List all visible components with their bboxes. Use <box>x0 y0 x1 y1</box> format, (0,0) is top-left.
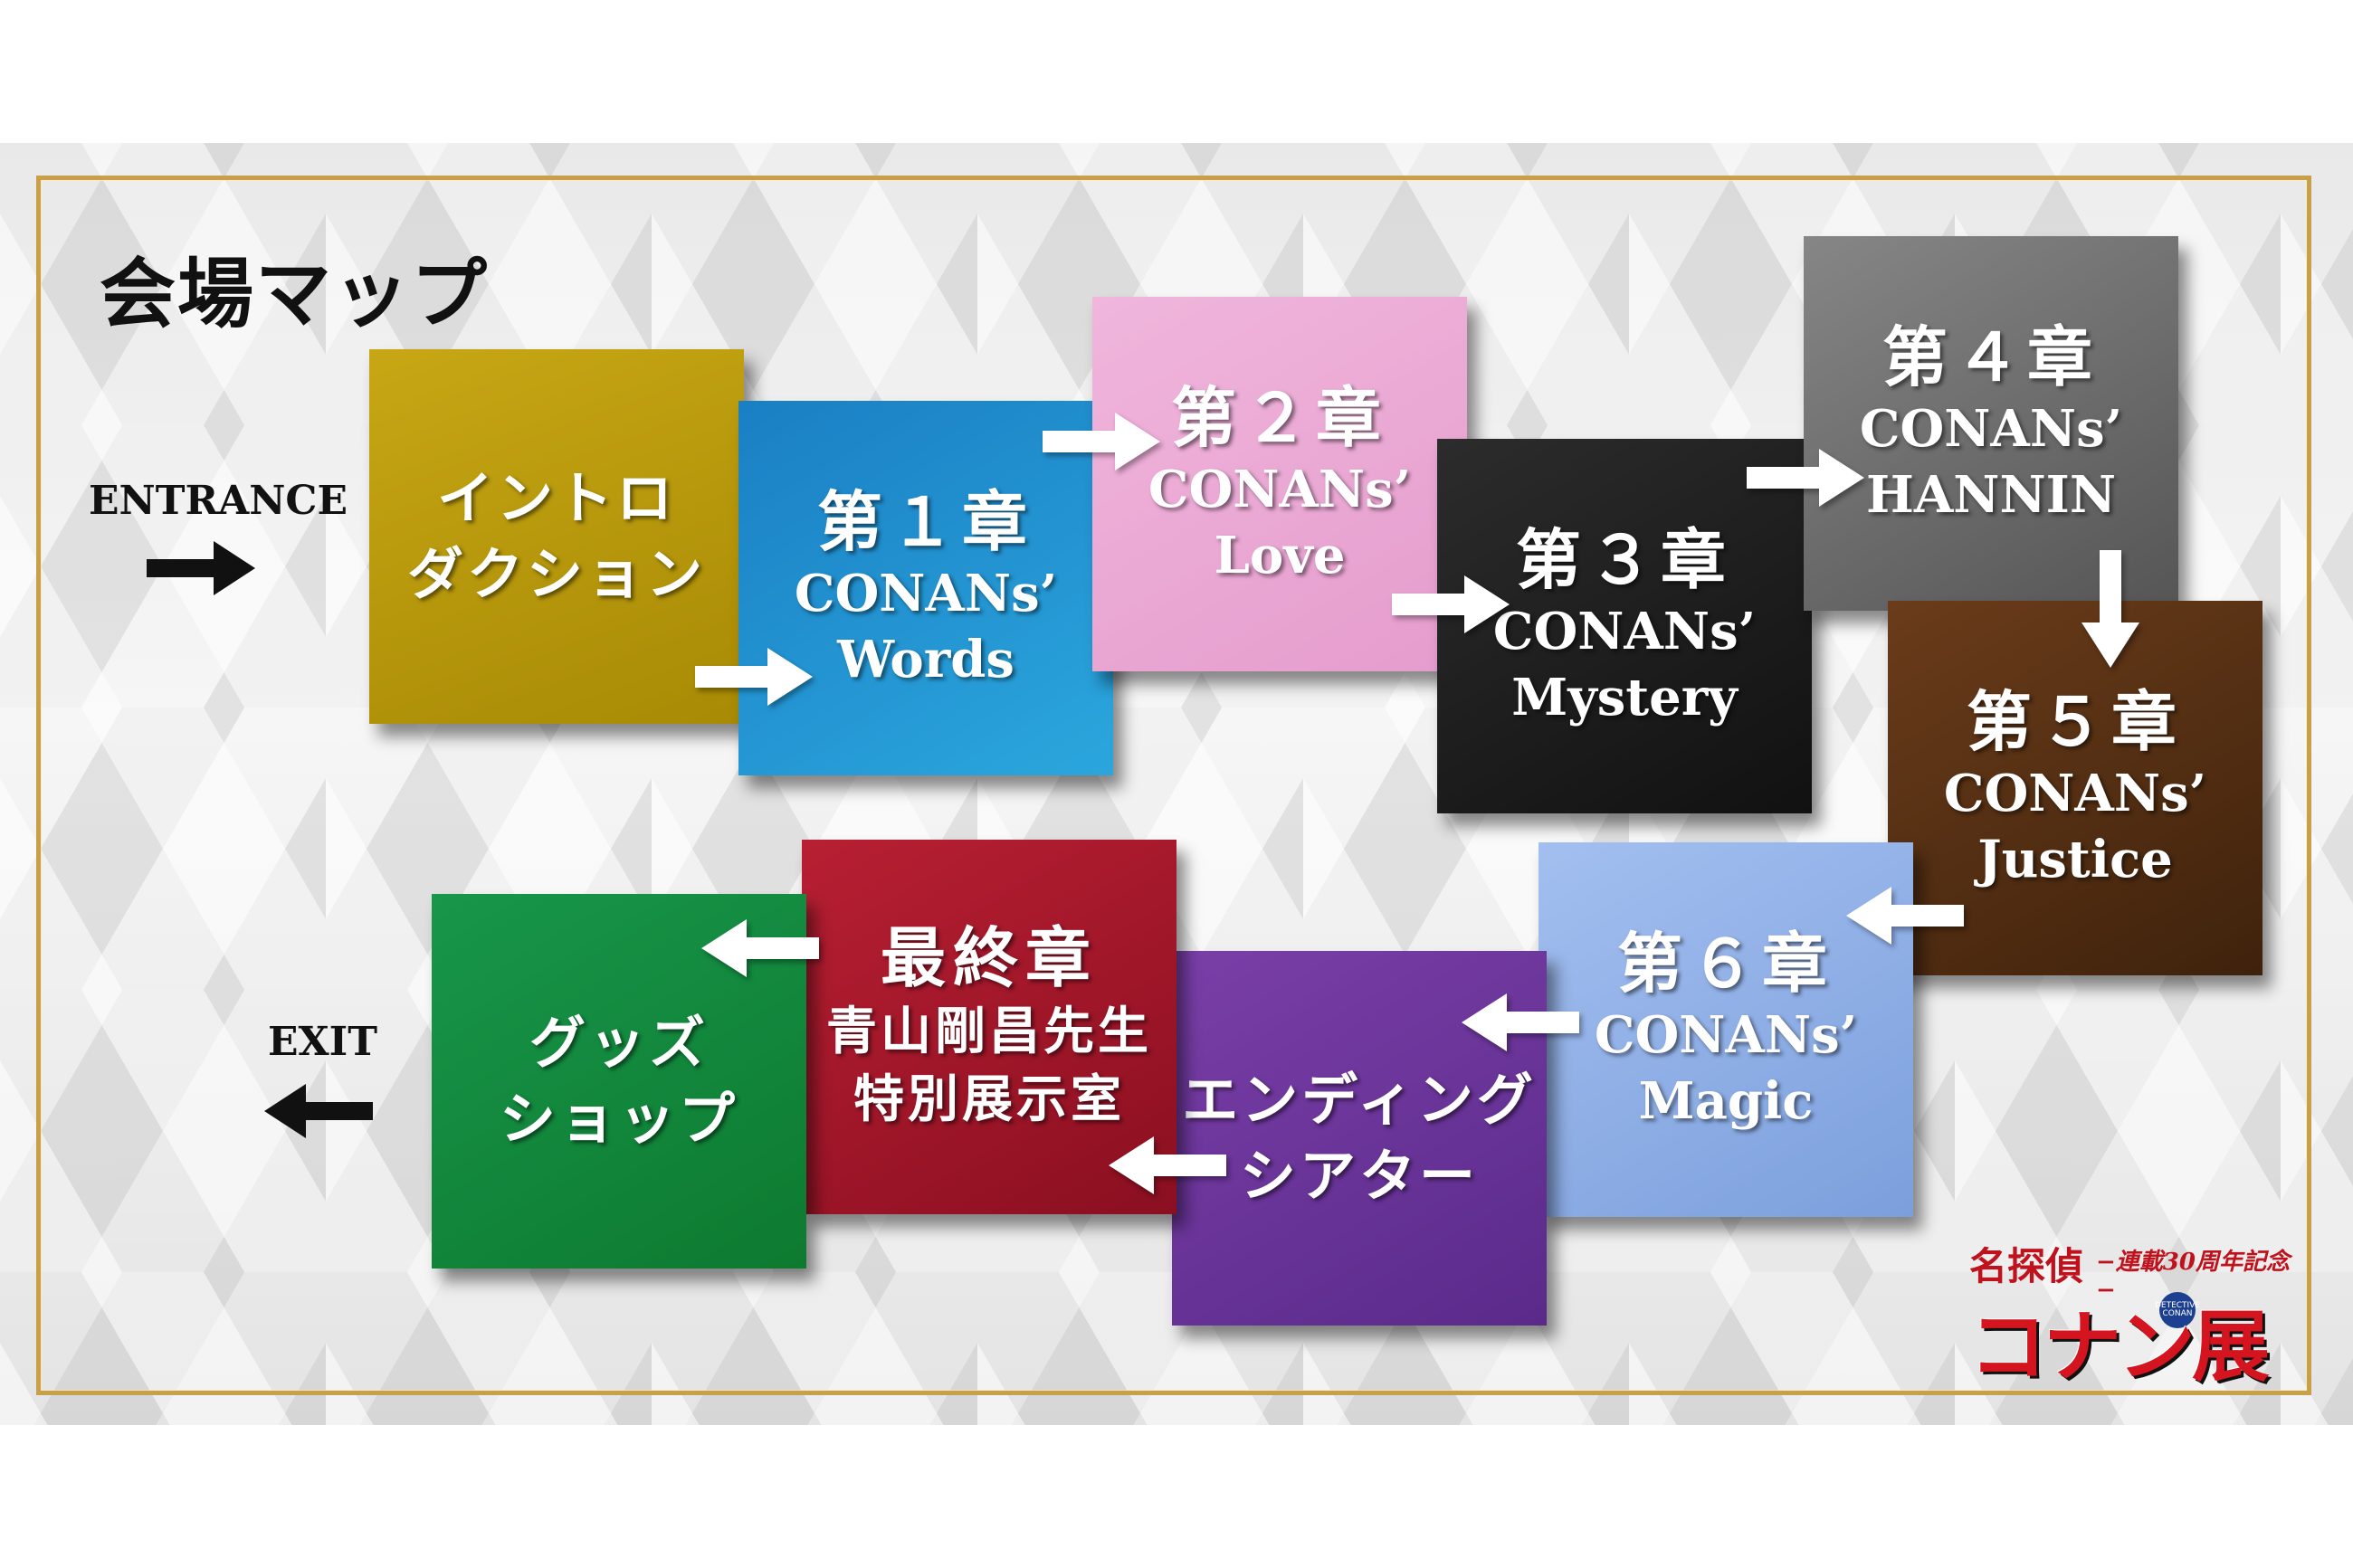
exit-arrow-icon <box>264 1084 373 1138</box>
room-introduction[interactable]: イントロ ダクション <box>369 349 744 724</box>
arrow-down-icon <box>2082 550 2139 668</box>
room-goods-line1: グッズ <box>529 1010 709 1077</box>
room-ch5-title: 第５章 <box>1966 683 2184 760</box>
room-chapter-4[interactable]: 第４章 CONANs’ HANNIN <box>1804 236 2178 611</box>
room-ch4-title: 第４章 <box>1881 318 2100 395</box>
entrance-label: ENTRANCE <box>89 478 348 524</box>
room-ch3-sub2: Mystery <box>1511 668 1738 728</box>
room-chapter-3[interactable]: 第３章 CONANs’ Mystery <box>1437 439 1812 813</box>
room-ch2-title: 第２章 <box>1170 379 1388 456</box>
room-ch6-sub1: CONANs’ <box>1594 1005 1858 1066</box>
logo-main-text: コナン展 <box>1969 1302 2270 1392</box>
conan-exhibition-logo: 名探偵 −連載30周年記念− DETECTIVE CONAN コナン展 <box>1969 1236 2295 1392</box>
logo-subtitle: −連載30周年記念− <box>2096 1249 2290 1304</box>
logo-top-text: 名探偵 <box>1969 1244 2084 1288</box>
room-final-line2: 特別展示室 <box>853 1069 1125 1130</box>
room-chapter-5[interactable]: 第５章 CONANs’ Justice <box>1888 601 2262 975</box>
room-ch4-sub1: CONANs’ <box>1859 399 2123 460</box>
arrow-left-icon <box>701 919 819 977</box>
arrow-left-icon <box>1462 993 1579 1051</box>
room-final-line1: 青山剛昌先生 <box>826 1001 1152 1061</box>
room-final-chapter[interactable]: 最終章 青山剛昌先生 特別展示室 <box>802 840 1176 1214</box>
map-title: 会場マップ <box>100 249 490 338</box>
room-ch1-sub2: Words <box>837 630 1015 690</box>
exit-label: EXIT <box>268 1019 377 1065</box>
arrow-right-icon <box>695 648 813 706</box>
room-ch4-sub2: HANNIN <box>1865 465 2117 526</box>
room-ch5-sub1: CONANs’ <box>1943 764 2207 824</box>
logo-badge: DETECTIVE CONAN <box>2155 1292 2200 1328</box>
room-ch3-title: 第３章 <box>1515 521 1733 598</box>
arrow-right-icon <box>1747 449 1864 507</box>
arrow-left-icon <box>1846 887 1964 945</box>
room-ch6-sub2: Magic <box>1638 1071 1814 1132</box>
map-stage: 会場マップ ENTRANCE EXIT イントロ ダクション 第１章 CONAN… <box>0 143 2353 1425</box>
room-chapter-1[interactable]: 第１章 CONANs’ Words <box>738 401 1113 775</box>
entrance-arrow-icon <box>147 541 255 595</box>
room-ch6-title: 第６章 <box>1616 925 1834 1002</box>
room-ch1-title: 第１章 <box>816 483 1034 560</box>
room-ch5-sub2: Justice <box>1977 830 2173 890</box>
arrow-right-icon <box>1392 575 1510 633</box>
room-ending-line1: エンディング <box>1182 1067 1537 1134</box>
room-ch3-sub1: CONANs’ <box>1492 602 1757 662</box>
room-ending-line2: シアター <box>1239 1143 1479 1209</box>
room-goods-line2: ショップ <box>499 1086 738 1152</box>
room-ch2-sub1: CONANs’ <box>1148 460 1412 520</box>
arrow-right-icon <box>1043 413 1160 470</box>
gold-frame <box>36 176 2311 1395</box>
arrow-left-icon <box>1109 1136 1226 1194</box>
room-ch1-sub1: CONANs’ <box>794 564 1058 624</box>
room-chapter-6[interactable]: 第６章 CONANs’ Magic <box>1538 842 1913 1217</box>
room-final-title: 最終章 <box>880 919 1098 997</box>
room-intro-line2: ダクション <box>406 541 706 607</box>
room-intro-line1: イントロ <box>436 465 676 532</box>
room-ch2-sub2: Love <box>1214 526 1346 586</box>
